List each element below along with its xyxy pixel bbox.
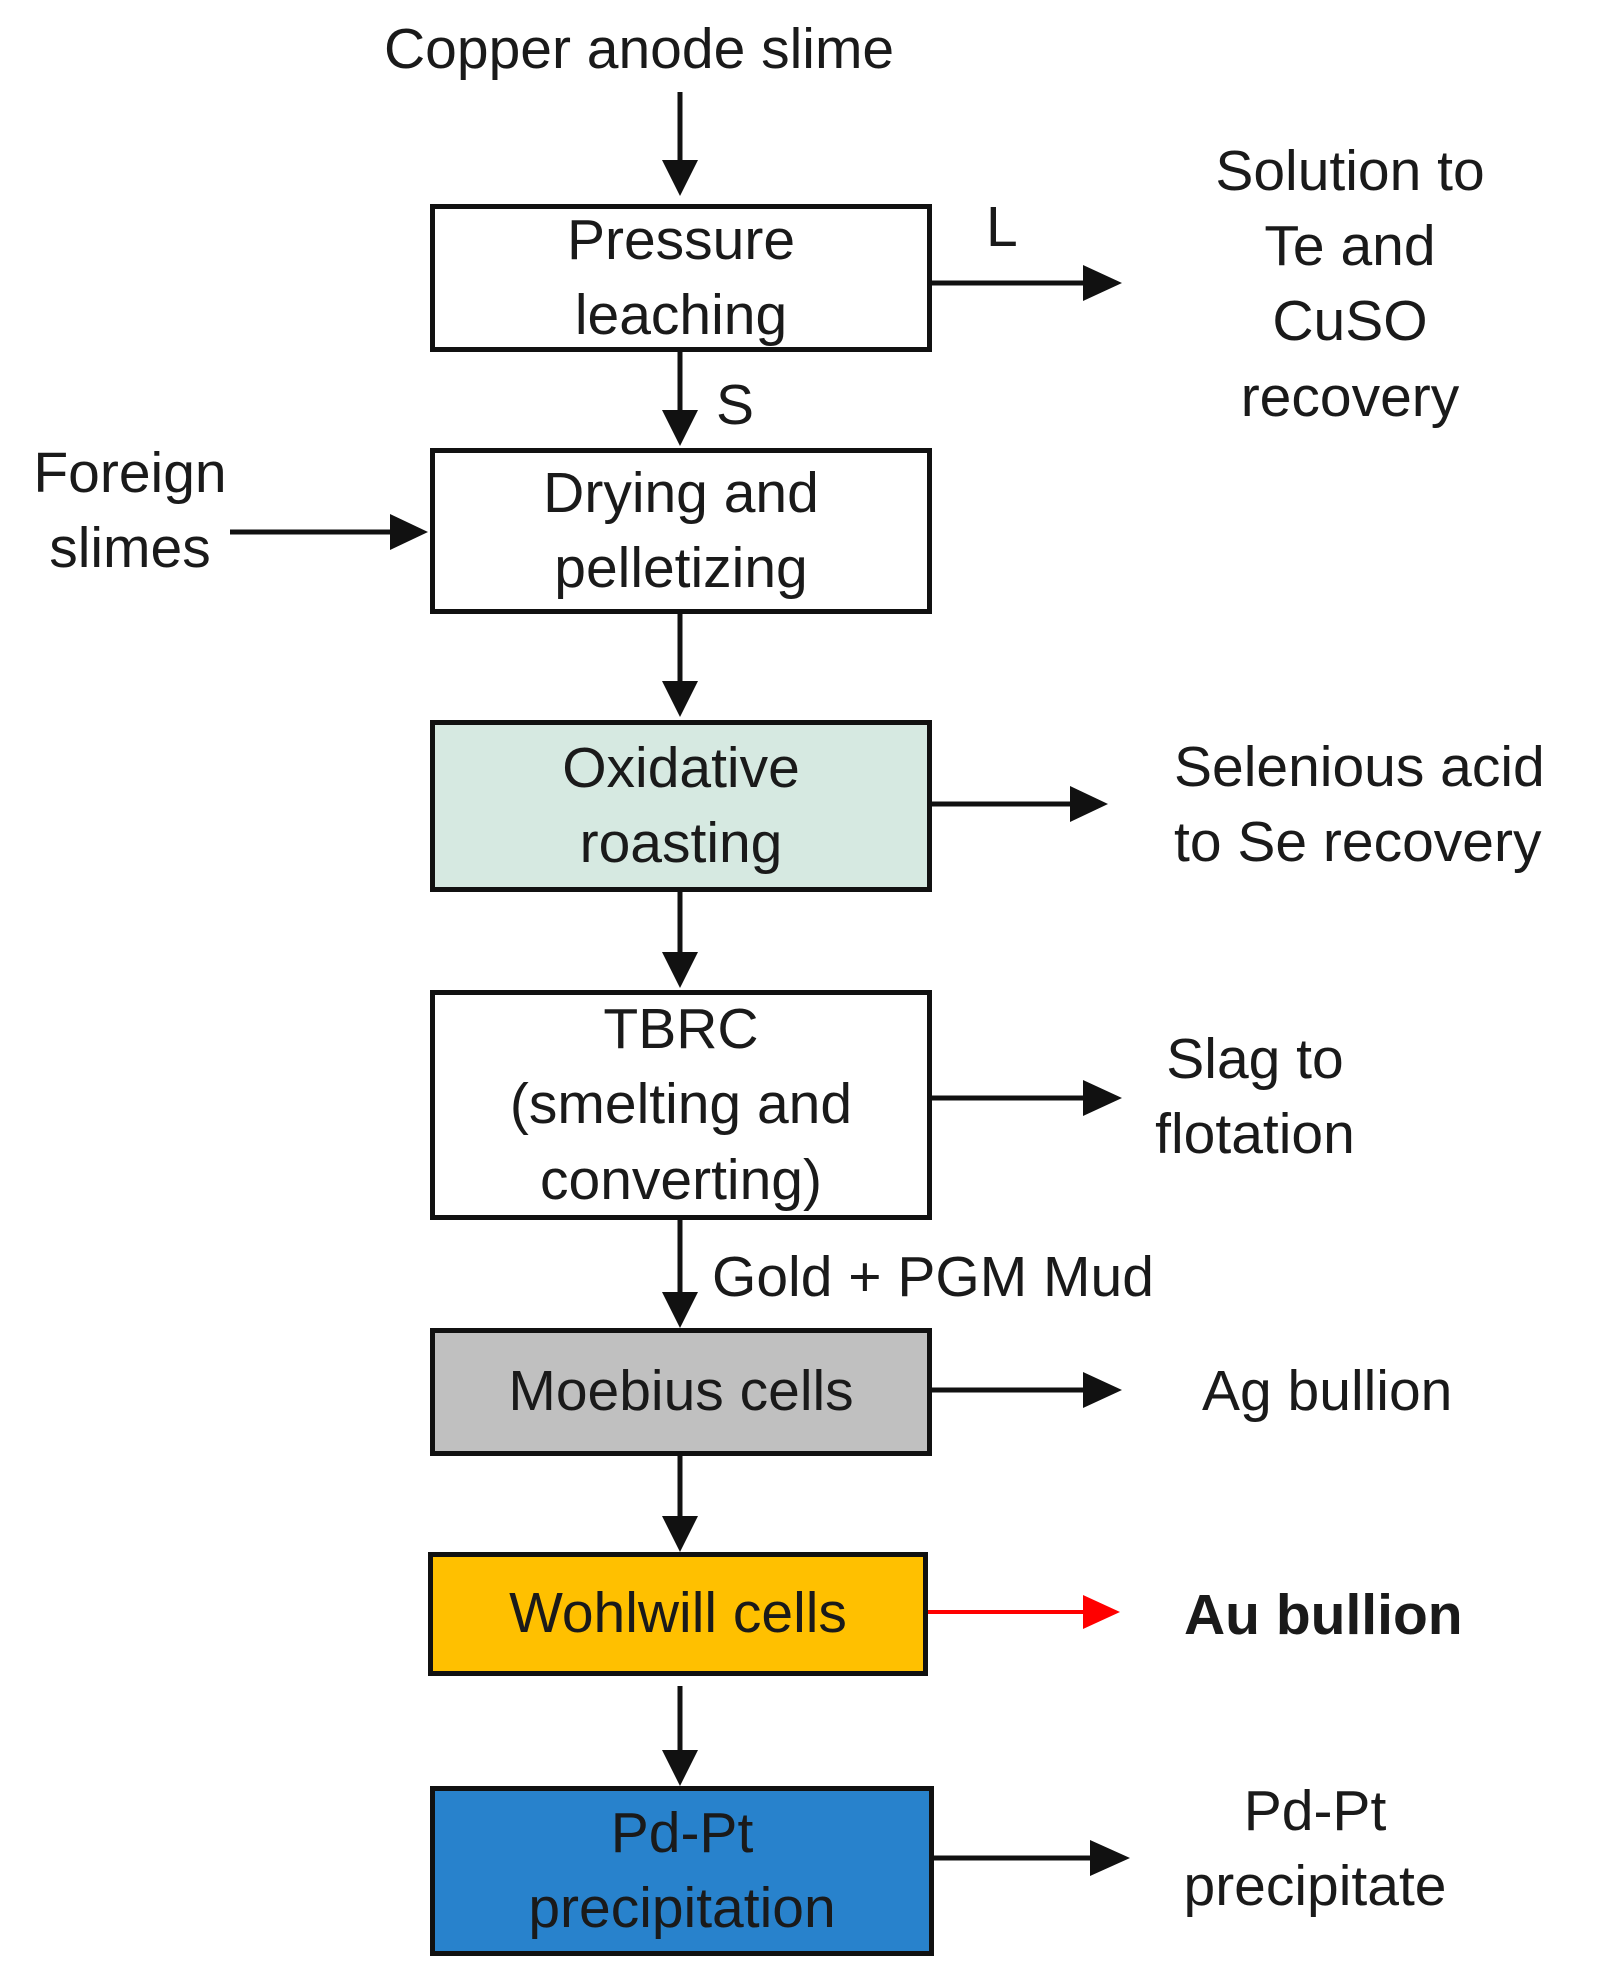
box-tbrc-line-1: TBRC xyxy=(603,997,759,1062)
box-drying-pelletizing: Drying and pelletizing xyxy=(430,448,932,614)
arrow-wohlwill-to-au xyxy=(928,1595,1120,1629)
arrow-tbrc-to-slag xyxy=(930,1080,1122,1116)
box-wohlwill-line-1: Wohlwill cells xyxy=(509,1581,847,1646)
selenious-line-1: Selenious acid xyxy=(1174,735,1545,799)
stream-label-liquid: L xyxy=(986,195,1018,259)
arrow-moebius-to-ag xyxy=(930,1372,1122,1408)
arrow-oxidative-to-selenious xyxy=(930,786,1108,822)
selenious-line-2: to Se recovery xyxy=(1174,810,1542,875)
box-drying-line-2: pelletizing xyxy=(554,536,808,600)
te-cuso-line-3: CuSO xyxy=(1272,289,1428,354)
output-pdpt-precipitate: Pd-Pt precipitate xyxy=(1160,1774,1470,1924)
box-tbrc-line-3: converting) xyxy=(540,1147,822,1212)
foreign-slimes-line-2: slimes xyxy=(49,516,211,581)
stream-label-solid: S xyxy=(716,373,755,437)
slag-line-2: flotation xyxy=(1155,1102,1355,1167)
arrow-input-to-pressure-leaching xyxy=(662,92,698,196)
box-pdpt-precipitation: Pd-Pt precipitation xyxy=(430,1786,934,1956)
arrow-wohlwill-to-pdpt xyxy=(662,1686,698,1786)
arrow-moebius-to-wohlwill xyxy=(662,1456,698,1552)
box-tbrc: TBRC (smelting and converting) xyxy=(430,990,932,1220)
output-au-bullion: Au bullion xyxy=(1184,1583,1463,1647)
arrow-pressure-to-te-cuso xyxy=(930,265,1122,301)
output-selenious-acid: Selenious acid to Se recovery xyxy=(1174,730,1545,880)
te-cuso-line-1: Solution to xyxy=(1215,139,1485,203)
box-oxidative-line-2: roasting xyxy=(579,811,783,875)
box-wohlwill-cells: Wohlwill cells xyxy=(428,1552,928,1676)
box-oxidative-line-1: Oxidative xyxy=(562,735,800,800)
input-foreign-slimes: Foreign slimes xyxy=(20,436,240,586)
output-te-cuso-recovery: Solution to Te and CuSO recovery xyxy=(1180,134,1520,435)
box-pdpt-line-1: Pd-Pt xyxy=(610,1800,754,1865)
box-pressure-leaching-line-2: leaching xyxy=(574,283,788,347)
arrow-foreign-slimes-to-drying xyxy=(230,514,428,550)
output-ag-bullion: Ag bullion xyxy=(1202,1359,1453,1423)
slag-line-1: Slag to xyxy=(1166,1027,1344,1091)
box-pdpt-line-2: precipitation xyxy=(528,1876,836,1940)
box-tbrc-line-2: (smelting and xyxy=(509,1072,853,1137)
te-cuso-line-4: recovery xyxy=(1240,364,1460,429)
box-pressure-leaching: Pressure leaching xyxy=(430,204,932,352)
box-oxidative-roasting: Oxidative roasting xyxy=(430,720,932,892)
foreign-slimes-line-1: Foreign xyxy=(33,441,227,505)
input-copper-anode-slime: Copper anode slime xyxy=(384,17,895,81)
box-moebius-line-1: Moebius cells xyxy=(508,1359,854,1424)
arrow-oxidative-to-tbrc xyxy=(662,892,698,988)
box-pressure-leaching-line-1: Pressure xyxy=(566,207,796,272)
box-moebius-cells: Moebius cells xyxy=(430,1328,932,1456)
pdpt-precipitate-line-2: precipitate xyxy=(1183,1854,1447,1919)
te-cuso-line-2: Te and xyxy=(1264,214,1436,279)
arrow-tbrc-to-moebius xyxy=(662,1220,698,1328)
arrow-drying-to-oxidative xyxy=(662,614,698,717)
stream-label-gold-pgm-mud: Gold + PGM Mud xyxy=(712,1245,1154,1309)
arrow-pdpt-to-precipitate xyxy=(934,1840,1130,1876)
arrow-pressure-to-drying xyxy=(662,352,698,446)
output-slag-to-flotation: Slag to flotation xyxy=(1130,1022,1380,1172)
pdpt-precipitate-line-1: Pd-Pt xyxy=(1243,1779,1387,1843)
box-drying-line-1: Drying and xyxy=(543,460,819,525)
